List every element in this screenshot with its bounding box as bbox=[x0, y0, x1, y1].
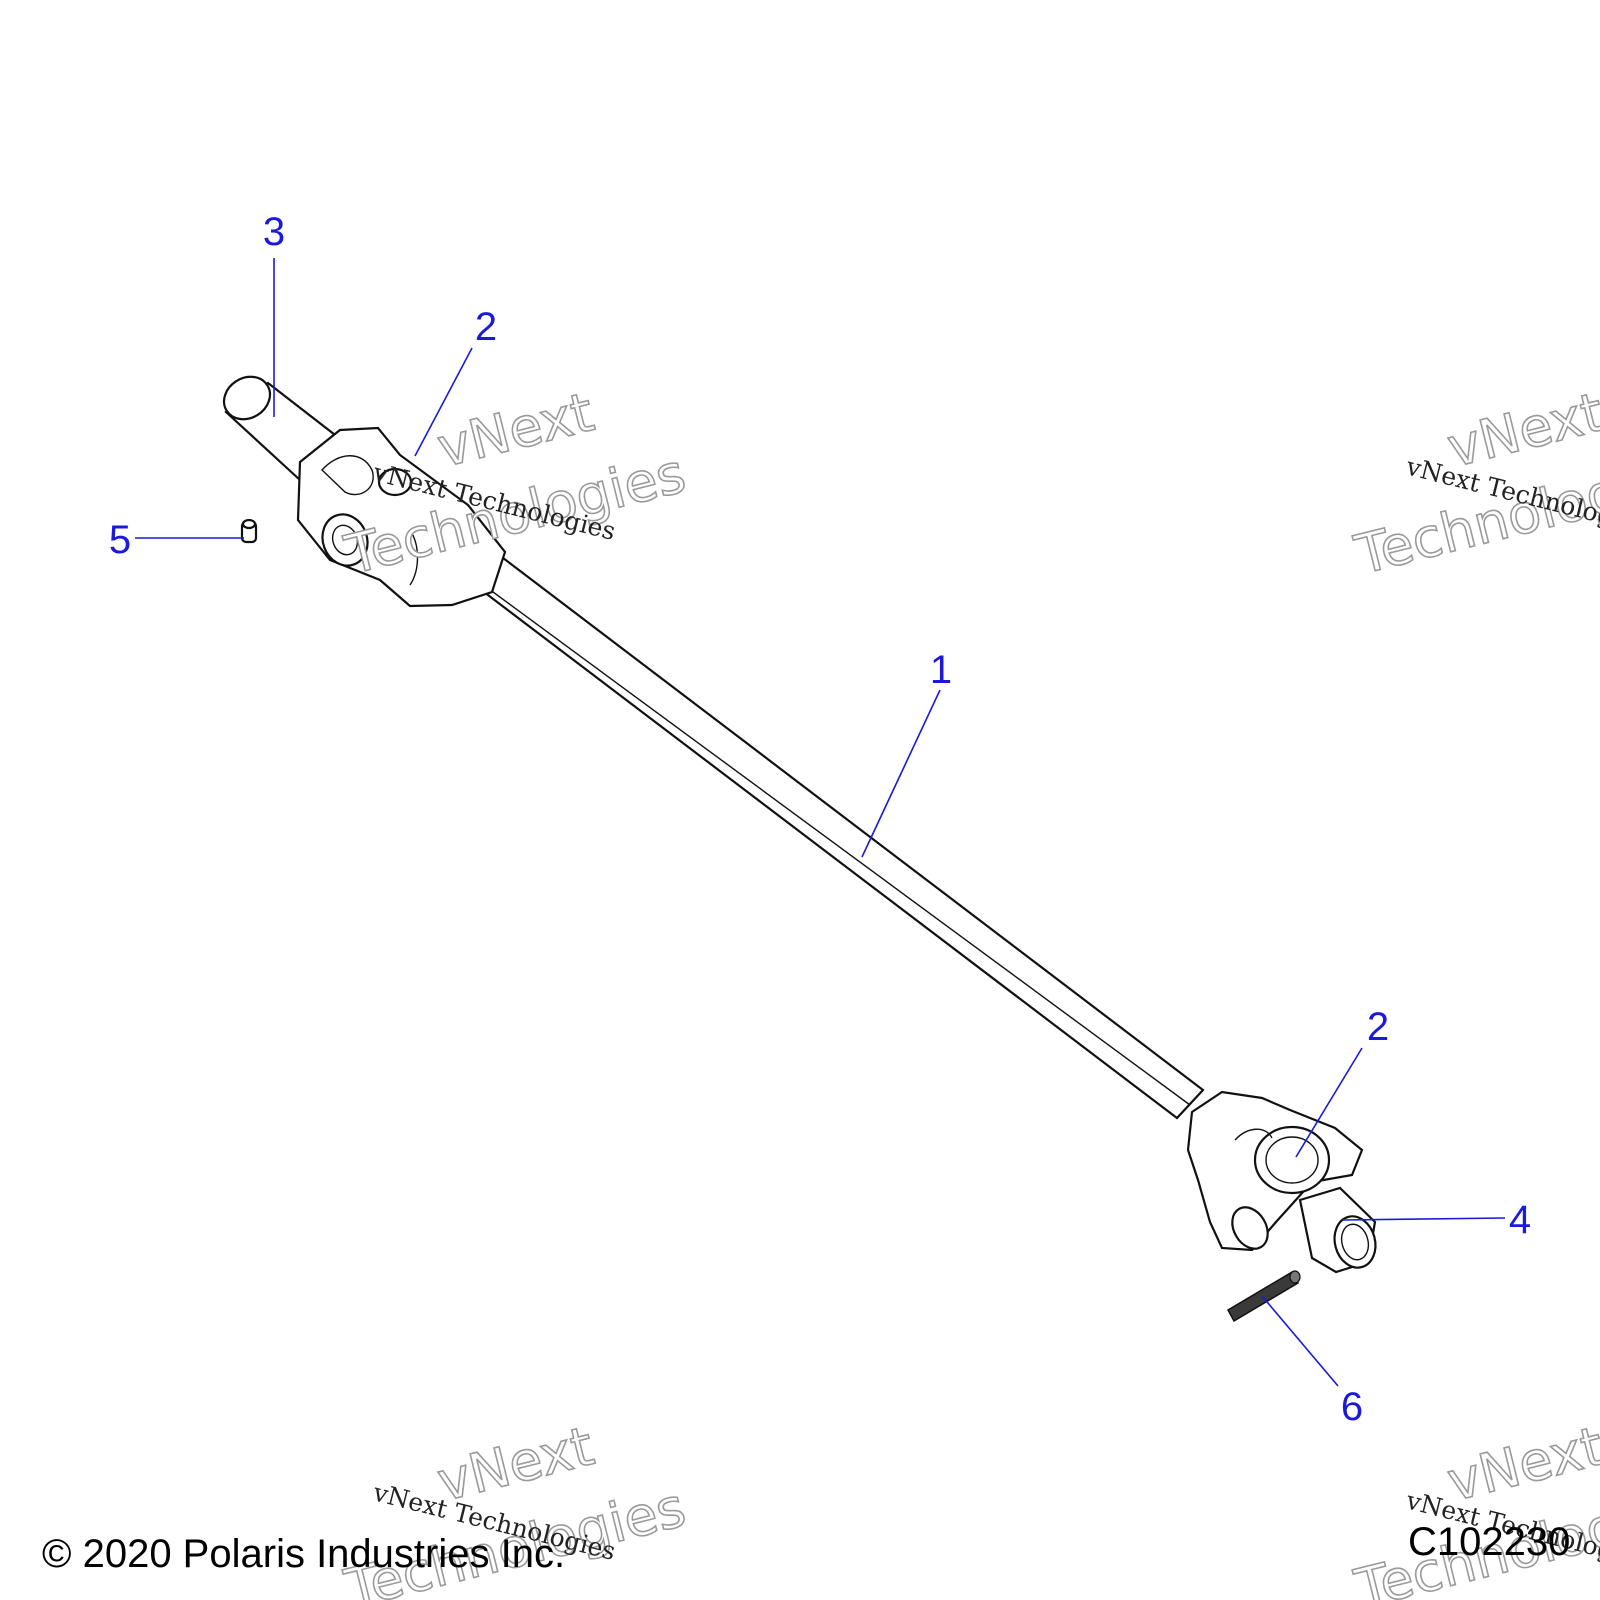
upper-u-joint bbox=[296, 426, 507, 608]
leader-line-2-lower bbox=[1295, 1047, 1363, 1158]
leader-line-6 bbox=[1261, 1295, 1339, 1387]
callout-5[interactable]: 5 bbox=[109, 518, 131, 562]
svg-text:vNext: vNext bbox=[431, 380, 599, 479]
diagram-id: C102230 bbox=[1408, 1520, 1571, 1564]
callout-3[interactable]: 3 bbox=[263, 210, 285, 254]
leader-line-2-upper bbox=[414, 347, 473, 457]
drive-shaft-tube bbox=[450, 536, 1205, 1120]
svg-text:vNext: vNext bbox=[1441, 1414, 1600, 1513]
splined-sleeve bbox=[1298, 1186, 1377, 1274]
callout-2-lower[interactable]: 2 bbox=[1367, 1005, 1389, 1049]
watermark-top-right: vNext Technologies vNext Technologies bbox=[1348, 380, 1600, 588]
lower-u-joint bbox=[1186, 1090, 1364, 1252]
leader-line-4 bbox=[1342, 1217, 1506, 1221]
callout-1[interactable]: 1 bbox=[930, 648, 952, 692]
roll-pin bbox=[1226, 1270, 1301, 1323]
callout-2-upper[interactable]: 2 bbox=[475, 305, 497, 349]
leader-line-1 bbox=[861, 689, 941, 858]
copyright-notice: © 2020 Polaris Industries Inc. bbox=[42, 1532, 566, 1576]
watermark-bottom-right: vNext Technologies vNext Technologies bbox=[1348, 1414, 1600, 1600]
watermark-top-center: vNext Technologies vNext Technologies bbox=[338, 380, 692, 588]
callout-4[interactable]: 4 bbox=[1509, 1198, 1531, 1242]
callout-6[interactable]: 6 bbox=[1341, 1385, 1363, 1429]
grease-fitting bbox=[240, 518, 258, 544]
